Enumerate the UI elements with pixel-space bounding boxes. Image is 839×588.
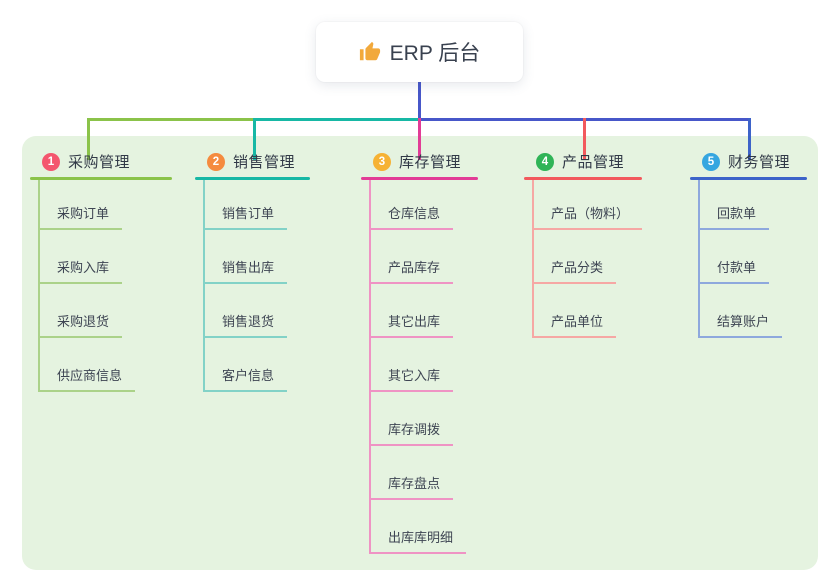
branch-underline [30,177,172,180]
branch-children: 仓库信息 产品库存 其它出库 其它入库 库存调拨 库存盘点 出库库明细 [369,180,531,554]
branch-number-badge: 3 [373,152,391,171]
child-node[interactable]: 供应商信息 [40,365,136,392]
child-node[interactable]: 出库库明细 [371,527,467,554]
branch-column-4: 4 产品管理 产品（物料） 产品分类 产品单位 [524,146,694,338]
branch-underline [361,177,478,180]
branch-underline [690,177,807,180]
child-node[interactable]: 产品（物料） [534,203,643,230]
child-node[interactable]: 产品单位 [534,311,617,338]
child-node-row: 采购入库 [40,230,200,284]
branch-number-badge: 2 [207,152,225,171]
root-node-erp[interactable]: ERP 后台 [316,22,523,82]
child-node[interactable]: 仓库信息 [371,203,454,230]
child-node-row: 销售出库 [205,230,365,284]
branch-node[interactable]: 5 财务管理 [690,146,839,177]
child-node-row: 产品分类 [534,230,694,284]
child-node-row: 付款单 [700,230,839,284]
child-node-row: 其它入库 [371,338,531,392]
child-node-row: 仓库信息 [371,180,531,230]
branch-children: 产品（物料） 产品分类 产品单位 [532,180,694,338]
connector-drop-branch-2 [253,118,256,160]
child-node-row: 采购订单 [40,180,200,230]
branch-underline [195,177,310,180]
connector-drop-branch-3 [418,118,421,160]
root-node-label: ERP 后台 [389,42,481,65]
branch-node-label: 产品管理 [562,154,625,171]
branch-node[interactable]: 4 产品管理 [524,146,694,177]
branch-underline [524,177,642,180]
child-node[interactable]: 产品分类 [534,257,617,284]
branch-node[interactable]: 2 销售管理 [195,146,365,177]
child-node-row: 其它出库 [371,284,531,338]
child-node[interactable]: 采购入库 [40,257,123,284]
connector-drop-branch-4 [583,118,586,160]
child-node[interactable]: 采购订单 [40,203,123,230]
branch-column-1: 1 采购管理 采购订单 采购入库 采购退货 供应商信息 [30,146,200,392]
child-node[interactable]: 采购退货 [40,311,123,338]
mindmap-panel [22,136,818,570]
child-node-row: 供应商信息 [40,338,200,392]
connector-root-vertical [418,82,421,121]
child-node[interactable]: 其它出库 [371,311,454,338]
branch-number-badge: 5 [702,152,720,171]
child-node[interactable]: 销售退货 [205,311,288,338]
branch-column-2: 2 销售管理 销售订单 销售出库 销售退货 客户信息 [195,146,365,392]
connector-bus-green [87,118,253,121]
child-node[interactable]: 结算账户 [700,311,783,338]
child-node-row: 结算账户 [700,284,839,338]
thumbs-up-icon [359,41,381,63]
child-node[interactable]: 客户信息 [205,365,288,392]
child-node-row: 出库库明细 [371,500,531,554]
child-node-row: 产品单位 [534,284,694,338]
child-node-row: 库存调拨 [371,392,531,446]
connector-bus-teal [253,118,418,121]
child-node-row: 库存盘点 [371,446,531,500]
child-node[interactable]: 回款单 [700,203,770,230]
child-node[interactable]: 库存盘点 [371,473,454,500]
branch-children: 销售订单 销售出库 销售退货 客户信息 [203,180,365,392]
branch-children: 回款单 付款单 结算账户 [698,180,839,338]
child-node[interactable]: 产品库存 [371,257,454,284]
branch-number-badge: 4 [536,152,554,171]
child-node[interactable]: 销售出库 [205,257,288,284]
branch-column-3: 3 库存管理 仓库信息 产品库存 其它出库 其它入库 库存调拨 库存盘点 出库库… [361,146,531,554]
branch-node-label: 销售管理 [233,154,296,171]
child-node[interactable]: 销售订单 [205,203,288,230]
branch-node-label: 库存管理 [399,154,462,171]
child-node-row: 销售退货 [205,284,365,338]
connector-drop-branch-5 [748,118,751,160]
child-node[interactable]: 库存调拨 [371,419,454,446]
child-node-row: 产品库存 [371,230,531,284]
child-node-row: 采购退货 [40,284,200,338]
connector-drop-branch-1 [87,118,90,160]
child-node-row: 客户信息 [205,338,365,392]
child-node-row: 产品（物料） [534,180,694,230]
child-node[interactable]: 付款单 [700,257,770,284]
branch-node[interactable]: 1 采购管理 [30,146,200,177]
branch-node-label: 采购管理 [68,154,131,171]
branch-number-badge: 1 [42,152,60,171]
child-node-row: 销售订单 [205,180,365,230]
branch-node[interactable]: 3 库存管理 [361,146,531,177]
branch-children: 采购订单 采购入库 采购退货 供应商信息 [38,180,200,392]
child-node[interactable]: 其它入库 [371,365,454,392]
branch-column-5: 5 财务管理 回款单 付款单 结算账户 [690,146,839,338]
branch-node-label: 财务管理 [728,154,791,171]
child-node-row: 回款单 [700,180,839,230]
